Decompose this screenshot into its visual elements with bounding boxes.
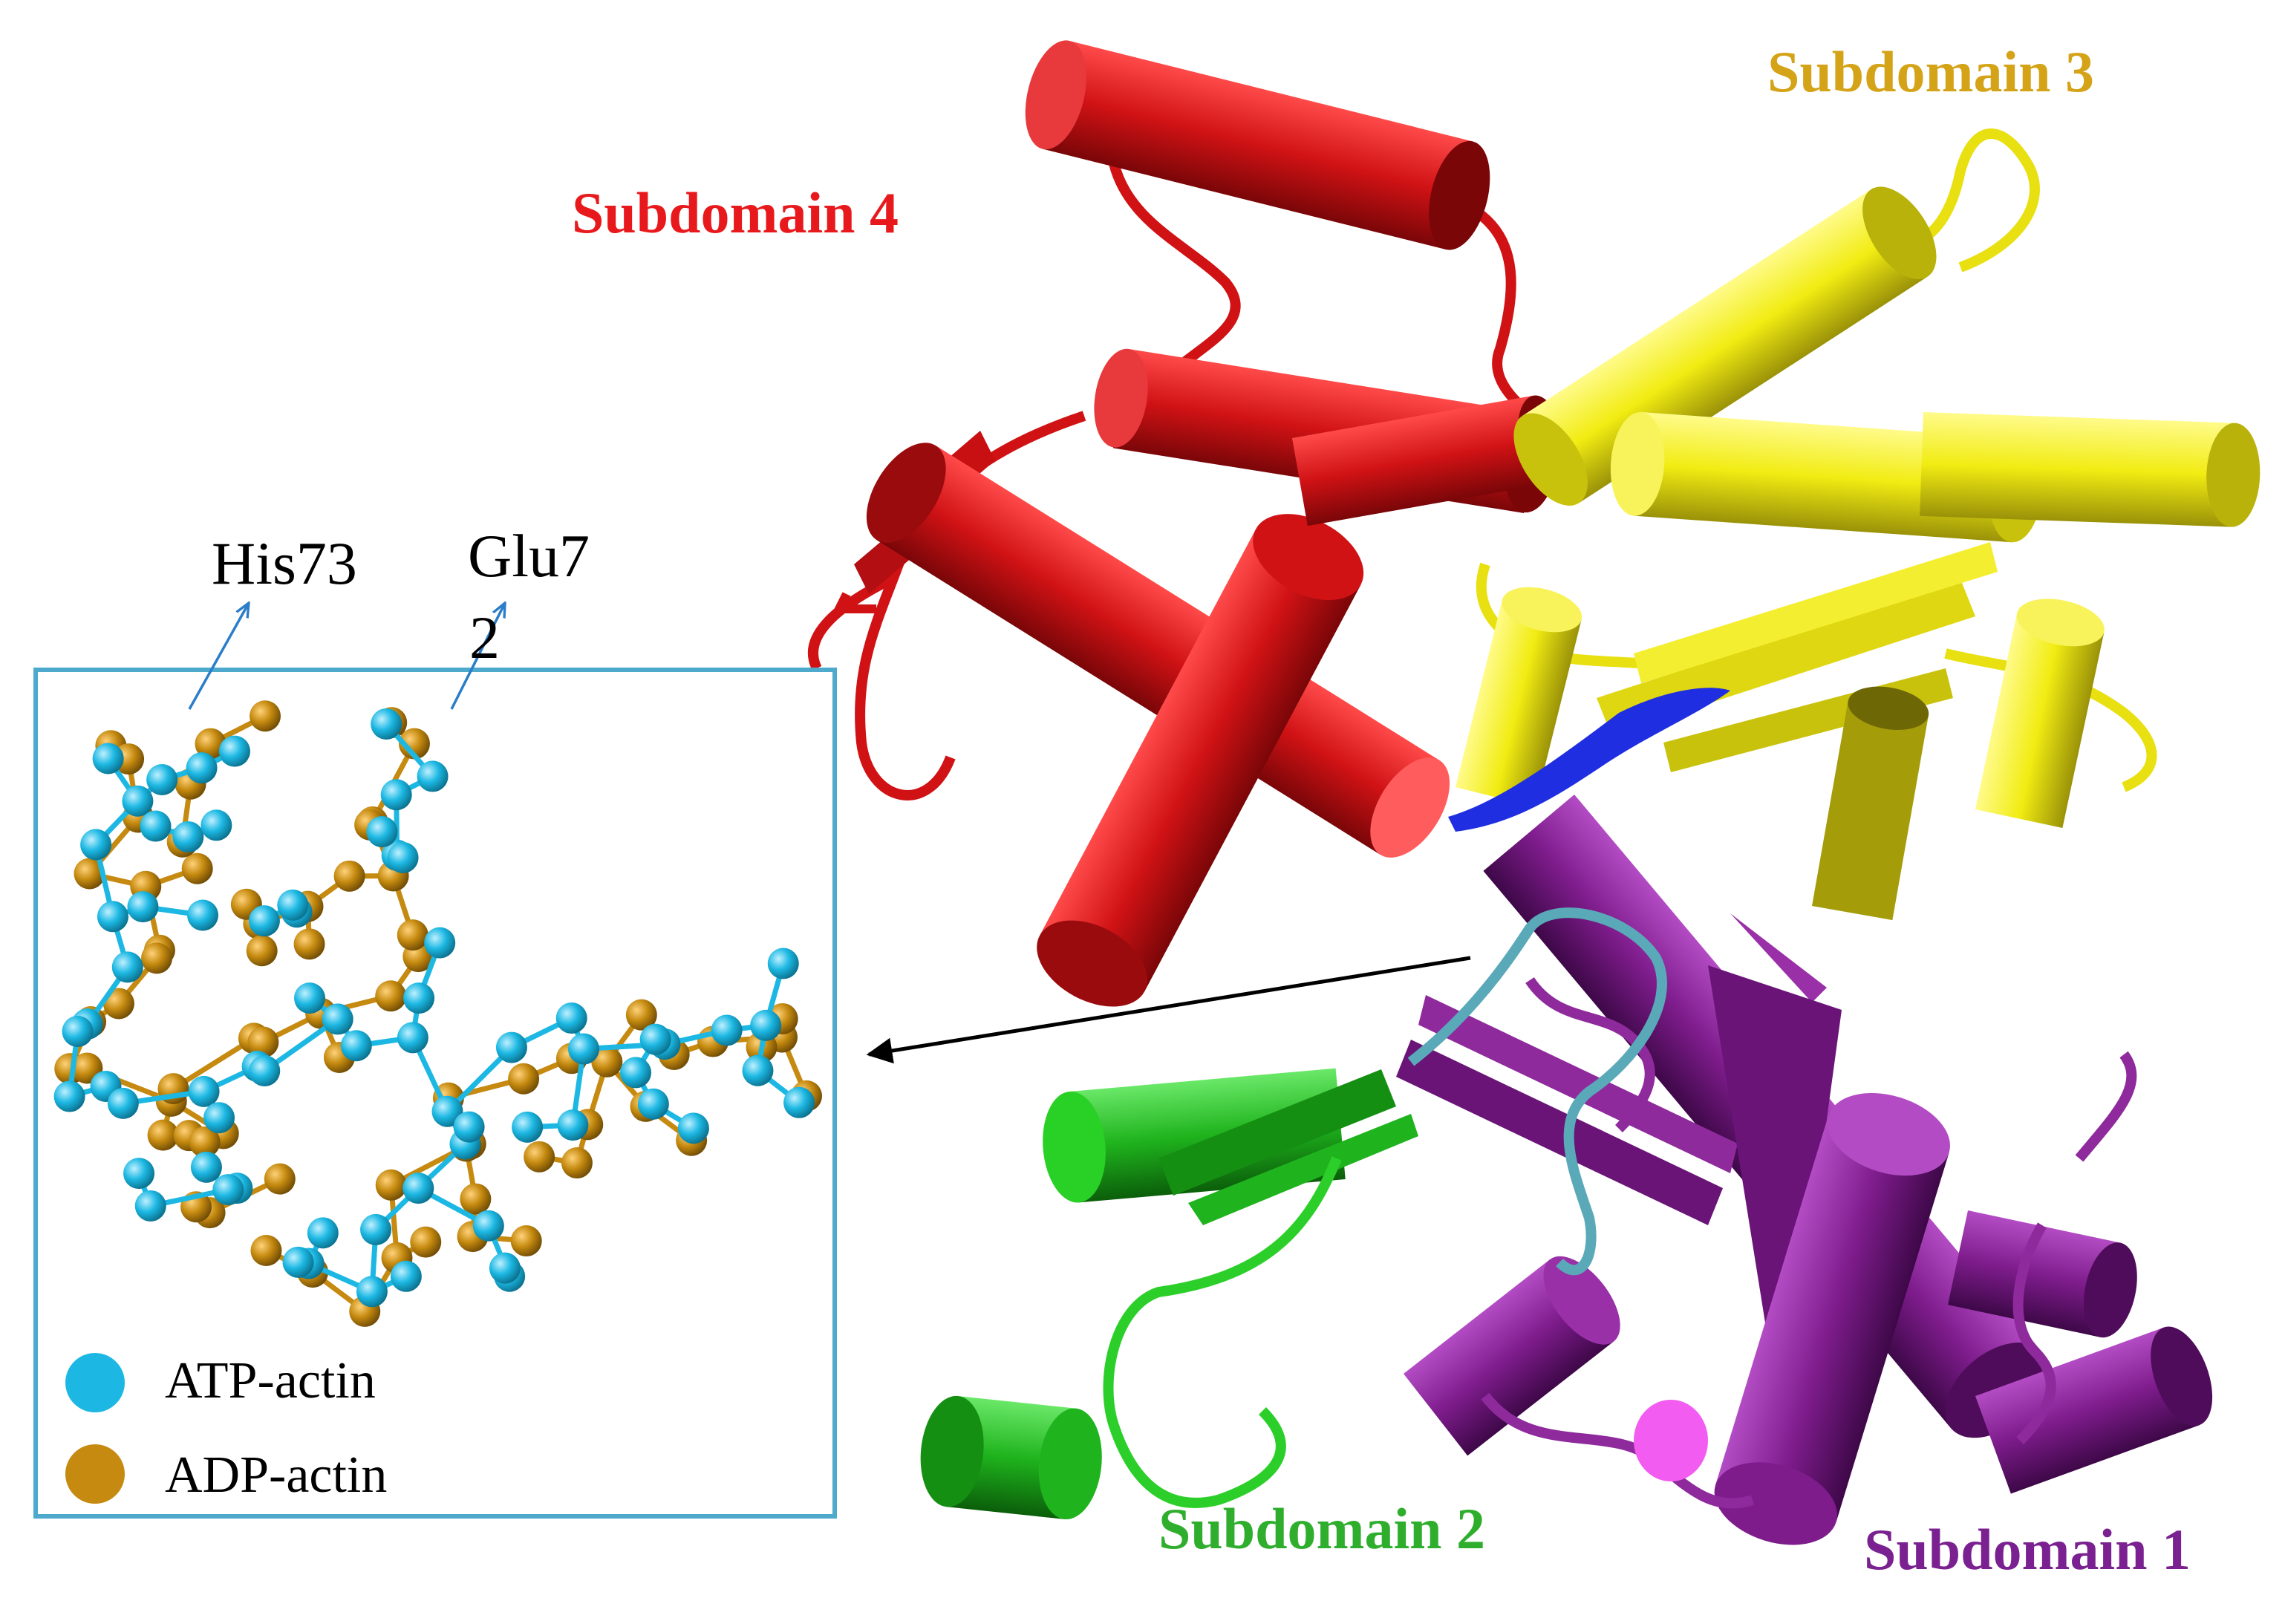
atom [93, 743, 124, 774]
atom [489, 1253, 521, 1284]
atom [742, 1055, 773, 1086]
atom [454, 1112, 485, 1143]
atom [638, 1089, 669, 1120]
subdomain-4-label: Subdomain 4 [572, 184, 899, 242]
atom [191, 1152, 222, 1183]
atom [203, 1102, 235, 1133]
atom [508, 1063, 539, 1095]
zoom-arrow [869, 958, 1470, 1054]
atom [366, 816, 397, 847]
atom [511, 1225, 542, 1256]
residue-label-glu72-wrap: 2 [469, 607, 500, 668]
atom [711, 1015, 743, 1046]
atom [186, 752, 218, 783]
atom [62, 1016, 94, 1047]
atom [294, 982, 325, 1014]
subdomain-3-label: Subdomain 3 [1767, 43, 2094, 101]
atom [307, 1217, 339, 1248]
atom [322, 1003, 353, 1034]
atom [397, 919, 428, 950]
atom [678, 1112, 709, 1144]
atom [112, 951, 143, 982]
atom [80, 829, 111, 860]
atom [568, 1034, 599, 1065]
atom [397, 1022, 428, 1053]
atom [97, 901, 128, 932]
atom [417, 760, 449, 792]
legend-label-atp: ATP-actin [165, 1355, 376, 1407]
atom [277, 890, 308, 921]
atom [201, 809, 232, 841]
atom [371, 708, 402, 740]
atom [341, 1030, 372, 1061]
legend-dot-adp [65, 1444, 125, 1504]
atom [140, 811, 172, 842]
atom [264, 1164, 296, 1195]
atom [768, 948, 799, 979]
atom [783, 1087, 815, 1118]
atom [640, 1024, 671, 1055]
atom [424, 927, 455, 959]
atom [54, 1081, 85, 1112]
atom [496, 1032, 527, 1063]
atom [283, 1247, 314, 1278]
atom [127, 891, 158, 922]
atom [249, 905, 280, 936]
atom [250, 700, 281, 731]
atom [187, 899, 218, 930]
legend-label-adp: ADP-actin [165, 1449, 387, 1501]
atom [375, 980, 406, 1011]
atom [108, 1088, 139, 1119]
atom [212, 1174, 244, 1205]
atom [135, 1190, 166, 1222]
legend-dot-atp [65, 1353, 125, 1412]
residue-label-his73: His73 [212, 533, 357, 594]
atom [391, 1261, 422, 1292]
atom [556, 1002, 587, 1034]
subdomain-2-label: Subdomain 2 [1158, 1500, 1485, 1558]
atom [473, 1210, 504, 1242]
atom [294, 928, 325, 959]
atom [356, 1276, 388, 1307]
atom [460, 1184, 491, 1215]
atom [512, 1112, 543, 1143]
atom [410, 1227, 441, 1258]
atom [219, 736, 250, 767]
atom [247, 935, 278, 966]
atom [557, 1109, 588, 1141]
atom [141, 942, 172, 974]
atom [122, 786, 153, 817]
atom [402, 1173, 434, 1204]
atom [381, 779, 412, 810]
subdomain-1-structure [1396, 795, 2224, 1559]
atom [403, 982, 434, 1014]
atom [182, 853, 213, 884]
atom [189, 1076, 220, 1107]
atom [376, 1170, 407, 1201]
atom [172, 821, 203, 852]
subdomain-1-label: Subdomain 1 [1864, 1521, 2191, 1579]
residue-label-glu72: Glu7 [468, 526, 590, 587]
atom [750, 1010, 781, 1041]
atom [360, 1214, 391, 1245]
atom [334, 861, 365, 892]
atom [388, 842, 419, 873]
atom [524, 1141, 555, 1173]
atom [620, 1057, 651, 1088]
atom [123, 1158, 154, 1189]
atom [561, 1147, 593, 1178]
subdomain-4-structure [813, 34, 1574, 1024]
atom [146, 764, 177, 795]
atom [249, 1055, 280, 1086]
atom [250, 1235, 281, 1266]
